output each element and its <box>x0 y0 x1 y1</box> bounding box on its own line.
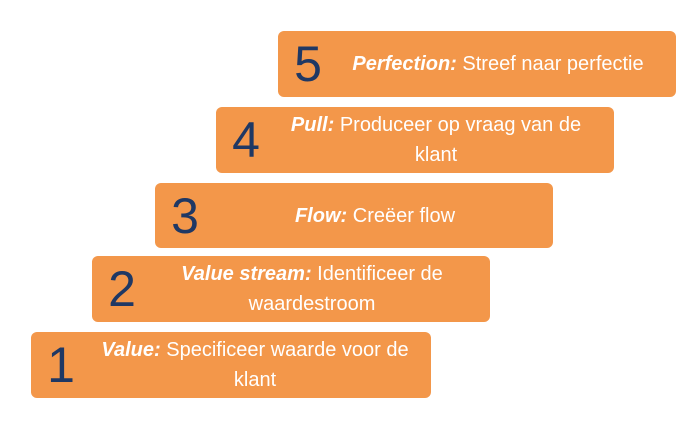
step-1-text: Value: Specificeer waarde voor de klant <box>83 335 431 395</box>
step-5-label: Perfection: <box>352 53 457 75</box>
step-2-label: Value stream: <box>181 263 312 285</box>
step-5-box: 5 Perfection: Streef naar perfectie <box>278 31 676 97</box>
step-2-description: Identificeer de waardestroom <box>248 263 443 315</box>
step-2-text: Value stream: Identificeer de waardestro… <box>144 259 490 319</box>
step-5-number: 5 <box>294 36 322 92</box>
step-2-number: 2 <box>108 261 136 317</box>
step-5-text: Perfection: Streef naar perfectie <box>330 49 676 79</box>
step-4-description: Produceer op vraag van de klant <box>339 114 582 166</box>
step-3-text: Flow: Creëer flow <box>207 201 553 231</box>
step-2-box: 2 Value stream: Identificeer de waardest… <box>92 256 490 322</box>
step-5-description: Streef naar perfectie <box>462 53 644 75</box>
step-1-number: 1 <box>47 337 75 393</box>
step-3-box: 3 Flow: Creëer flow <box>155 183 553 248</box>
step-3-number: 3 <box>171 187 199 244</box>
step-4-label: Pull: <box>290 114 335 136</box>
step-3-description: Creëer flow <box>352 204 456 227</box>
step-1-description: Specificeer waarde voor de klant <box>166 339 409 391</box>
step-4-box: 4 Pull: Produceer op vraag van de klant <box>216 107 614 173</box>
step-4-number: 4 <box>232 112 260 168</box>
step-4-text: Pull: Produceer op vraag van de klant <box>268 110 614 170</box>
step-1-box: 1 Value: Specificeer waarde voor de klan… <box>31 332 431 398</box>
step-1-label: Value: <box>101 339 161 361</box>
step-3-label: Flow: <box>294 204 348 227</box>
